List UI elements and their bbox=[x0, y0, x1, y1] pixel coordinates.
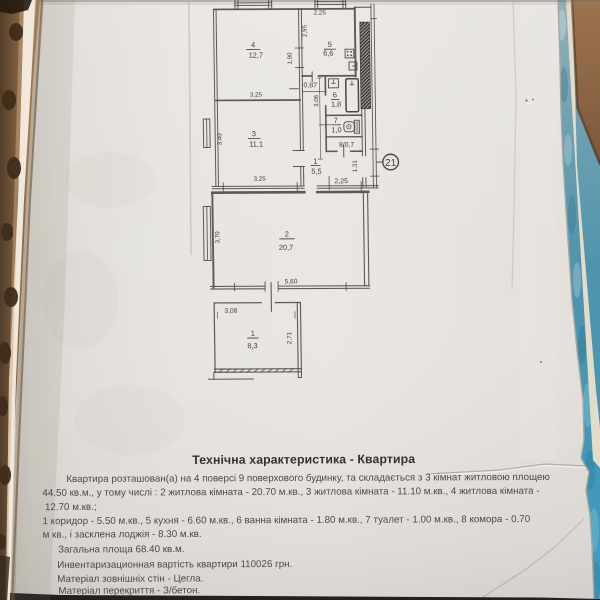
svg-text:5,60: 5,60 bbox=[285, 278, 298, 285]
svg-text:6,6: 6,6 bbox=[323, 49, 333, 58]
svg-text:3,40: 3,40 bbox=[216, 133, 223, 146]
svg-text:2,25: 2,25 bbox=[334, 178, 348, 185]
svg-text:0,87: 0,87 bbox=[303, 82, 317, 89]
svg-text:3,06: 3,06 bbox=[313, 94, 320, 107]
svg-text:1: 1 bbox=[251, 329, 255, 338]
svg-text:8,3: 8,3 bbox=[247, 341, 257, 350]
svg-text:8/0,7: 8/0,7 bbox=[339, 142, 354, 149]
svg-text:21: 21 bbox=[385, 158, 397, 169]
svg-text:5: 5 bbox=[328, 40, 332, 49]
svg-text:12,7: 12,7 bbox=[249, 51, 264, 60]
svg-text:1,8: 1,8 bbox=[331, 100, 341, 109]
svg-text:20,7: 20,7 bbox=[279, 243, 294, 252]
svg-text:3: 3 bbox=[252, 129, 256, 138]
svg-text:1,0: 1,0 bbox=[331, 125, 341, 134]
svg-text:2,71: 2,71 bbox=[286, 331, 293, 344]
svg-text:3,25: 3,25 bbox=[254, 176, 267, 183]
svg-text:м кв., і засклена лоджія - 8.3: м кв., і засклена лоджія - 8.30 м.кв. bbox=[43, 529, 202, 541]
svg-text:6: 6 bbox=[333, 90, 337, 99]
svg-text:1 коридор - 5.50 м.кв., 5 кухн: 1 коридор - 5.50 м.кв., 5 кухня - 6.60 м… bbox=[42, 514, 530, 527]
svg-text:4: 4 bbox=[251, 40, 255, 49]
svg-text:3,25: 3,25 bbox=[250, 92, 263, 99]
svg-text:Инвентаризационная вартість кв: Инвентаризационная вартість квартири 110… bbox=[57, 559, 292, 571]
svg-text:Квартира розташован(а) на 4 по: Квартира розташован(а) на 4 поверсі 9 по… bbox=[66, 472, 550, 485]
svg-text:7: 7 bbox=[334, 116, 338, 125]
svg-text:Технічна характеристика - Квар: Технічна характеристика - Квартира bbox=[192, 452, 415, 467]
svg-text:2: 2 bbox=[285, 229, 289, 238]
svg-text:Матеріал перекриття - З/бетон.: Матеріал перекриття - З/бетон. bbox=[58, 585, 200, 597]
svg-text:Матеріал зовнішніх стін - Цегл: Матеріал зовнішніх стін - Цегла. bbox=[57, 573, 203, 585]
svg-text:12.70 м.кв.;: 12.70 м.кв.; bbox=[45, 502, 97, 513]
svg-text:2,25: 2,25 bbox=[314, 9, 327, 16]
svg-text:2,95: 2,95 bbox=[301, 24, 308, 37]
svg-text:Загальна площа 68.40 кв.м.: Загальна площа 68.40 кв.м. bbox=[58, 544, 184, 556]
svg-text:3,08: 3,08 bbox=[224, 308, 237, 315]
svg-text:1,31: 1,31 bbox=[352, 160, 359, 173]
svg-text:5,5: 5,5 bbox=[311, 167, 321, 176]
svg-text:3,70: 3,70 bbox=[214, 231, 221, 244]
svg-text:1: 1 bbox=[313, 157, 317, 166]
svg-text:1,90: 1,90 bbox=[287, 52, 294, 65]
svg-text:11,1: 11,1 bbox=[249, 140, 263, 149]
svg-text:44.50 кв.м., у тому числі : 2: 44.50 кв.м., у тому числі : 2 житлова кі… bbox=[42, 486, 539, 499]
